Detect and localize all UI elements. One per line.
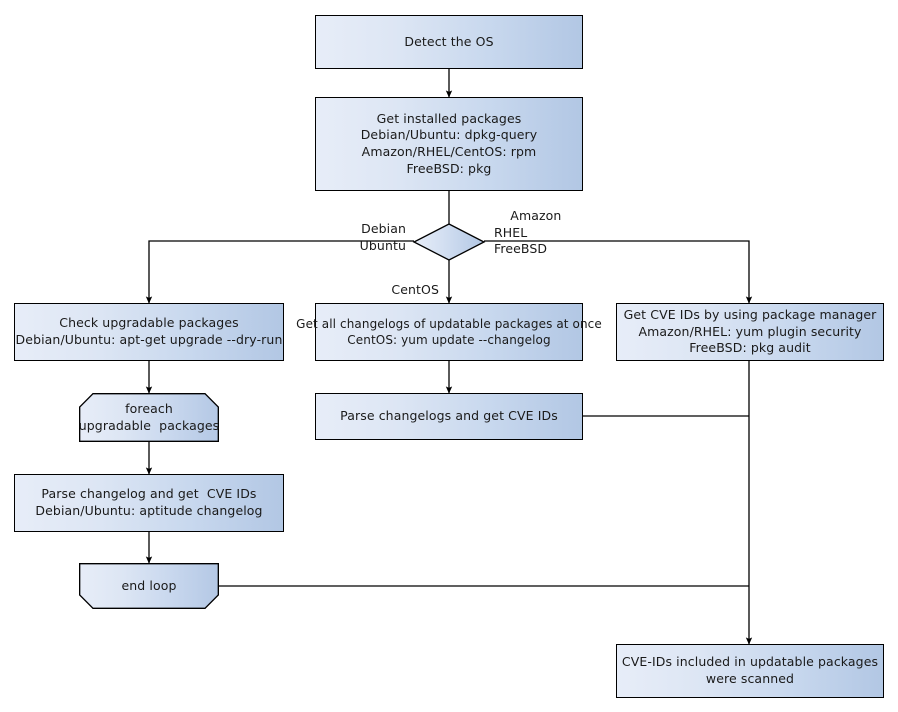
- edge-label-centos: CentOS: [341, 266, 439, 315]
- node-get-all-changelogs-label: Get all changelogs of updatable packages…: [296, 316, 602, 347]
- node-detect-os-label: Detect the OS: [404, 33, 494, 49]
- edge-label-centos-text: CentOS: [391, 282, 439, 298]
- decision-diamond-shape: [412, 223, 486, 261]
- node-end-loop-label: end loop: [121, 577, 177, 593]
- foreach-loop-outline: [79, 393, 219, 442]
- node-get-all-changelogs[interactable]: Get all changelogs of updatable packages…: [296, 303, 602, 361]
- node-foreach-loop-start-label: foreach upgradable packages: [78, 400, 220, 433]
- edge-label-amazon-rhel-freebsd-text: Amazon RHEL FreeBSD: [494, 208, 562, 256]
- node-scan-complete[interactable]: CVE-IDs included in updatable packages w…: [616, 644, 884, 698]
- node-foreach-loop-start[interactable]: foreach upgradable packages: [79, 393, 219, 442]
- node-scan-complete-label: CVE-IDs included in updatable packages w…: [621, 654, 879, 686]
- node-parse-changelog-left[interactable]: Parse changelog and get CVE IDs Debian/U…: [14, 474, 284, 532]
- node-get-installed-packages-label: Get installed packages Debian/Ubuntu: dp…: [360, 110, 538, 176]
- node-parse-changelog-left-label: Parse changelog and get CVE IDs Debian/U…: [35, 486, 263, 518]
- node-get-installed-packages[interactable]: Get installed packages Debian/Ubuntu: dp…: [315, 97, 583, 191]
- node-get-cve-ids-package-manager-label: Get CVE IDs by using package manager Ama…: [623, 306, 877, 356]
- node-get-cve-ids-package-manager[interactable]: Get CVE IDs by using package manager Ama…: [616, 303, 884, 361]
- edge-label-debian-ubuntu-text: Debian Ubuntu: [359, 221, 406, 253]
- node-parse-changelogs-center[interactable]: Parse changelogs and get CVE IDs: [315, 393, 583, 440]
- node-check-upgradable-packages[interactable]: Check upgradable packages Debian/Ubuntu:…: [14, 303, 284, 361]
- end-loop-outline: [79, 563, 219, 609]
- node-detect-os[interactable]: Detect the OS: [315, 15, 583, 69]
- node-check-upgradable-packages-label: Check upgradable packages Debian/Ubuntu:…: [15, 315, 283, 347]
- edge-label-debian-ubuntu: Debian Ubuntu: [310, 205, 406, 270]
- edge-label-amazon-rhel-freebsd: Amazon RHEL FreeBSD: [494, 192, 604, 273]
- node-os-decision[interactable]: [412, 223, 486, 261]
- node-parse-changelogs-center-label: Parse changelogs and get CVE IDs: [340, 408, 558, 424]
- node-end-loop[interactable]: end loop: [79, 563, 219, 609]
